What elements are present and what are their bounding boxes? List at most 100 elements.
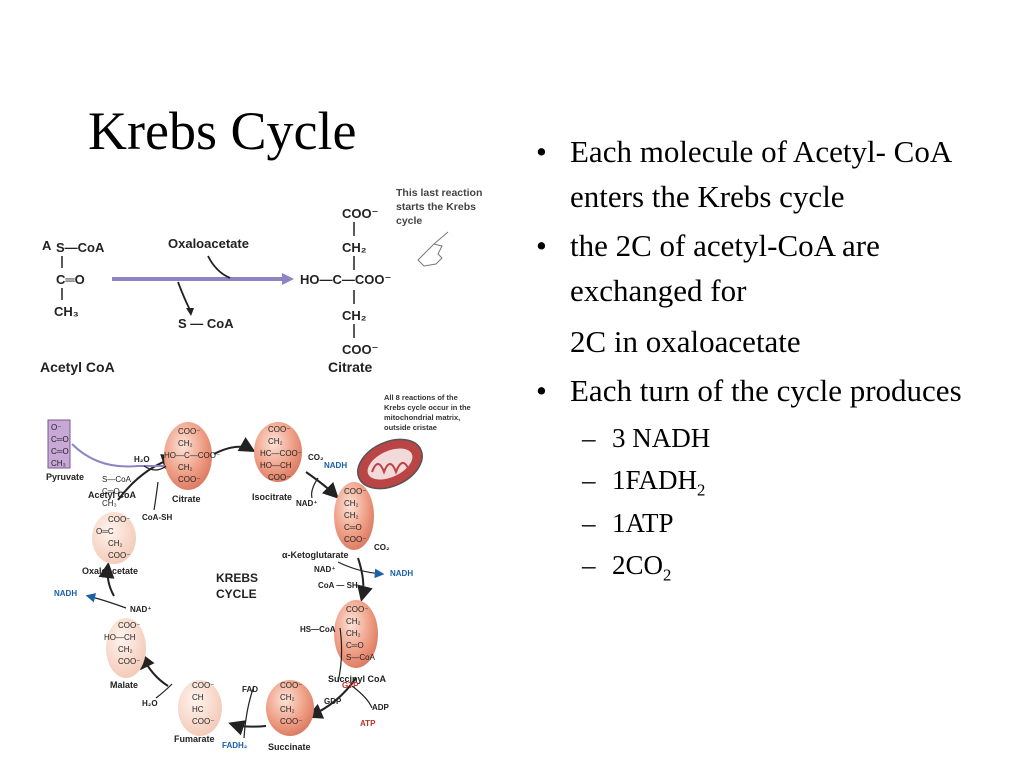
bullet-continuation: 2C in oxaloacetate (530, 320, 1000, 365)
nadh-label: NADH (390, 569, 413, 578)
krebs-center-label-1: KREBS (216, 571, 258, 585)
malate-label: Malate (110, 680, 138, 690)
sub-bullet-text: 1FADH (612, 465, 698, 496)
svg-text:S—CoA: S—CoA (346, 653, 376, 662)
pyruvate-link (71, 443, 168, 468)
oxaloacetate-label: Oxaloacetate (168, 236, 249, 251)
svg-text:COO⁻: COO⁻ (118, 657, 140, 666)
gtp-label: GTP (342, 681, 359, 690)
s-coa-label: S — CoA (178, 316, 234, 331)
isocitrate-label: Isocitrate (252, 492, 292, 502)
pointing-hand-icon (417, 231, 449, 267)
citrate-formation-figure: A S—CoA C═O CH₃ Acetyl CoA Oxaloacetate … (38, 182, 510, 382)
svg-text:CH₂: CH₂ (346, 617, 361, 626)
sub-bullet-item: – 2CO2 (530, 545, 1000, 587)
svg-text:C═O: C═O (344, 523, 362, 532)
acetyl-co: C═O (56, 272, 85, 287)
bullet-text: Each molecule of Acetyl- CoA enters the … (570, 134, 951, 214)
arrow-head-icon (186, 308, 194, 316)
sub-bullet-text: 3 NADH (612, 422, 711, 453)
svg-text:CH₂: CH₂ (178, 439, 193, 448)
note-line-2: starts the Krebs (396, 201, 476, 213)
krebs-center-label-2: CYCLE (216, 587, 257, 601)
svg-text:COO⁻: COO⁻ (108, 551, 130, 560)
bullet-list: • Each molecule of Acetyl- CoA enters th… (530, 130, 1000, 588)
pyruvate-box (47, 419, 71, 469)
svg-text:COO⁻: COO⁻ (178, 427, 200, 436)
bullet-dot-icon: • (536, 134, 547, 169)
nadh-label: NADH (54, 589, 77, 598)
svg-text:HO—CH: HO—CH (260, 461, 292, 470)
svg-text:O⁻: O⁻ (51, 423, 61, 432)
svg-text:COO⁻: COO⁻ (280, 681, 302, 690)
acetyl-coa-label: Acetyl CoA (88, 490, 137, 500)
svg-text:CH₂: CH₂ (178, 463, 193, 472)
isocitrate-molecule (254, 422, 302, 482)
malate-molecule (106, 618, 146, 678)
mitochondrion-icon (357, 438, 423, 490)
svg-text:CH₂: CH₂ (344, 511, 359, 520)
bullet-text: the 2C of acetyl-CoA are exchanged for (570, 227, 880, 308)
svg-text:COO⁻: COO⁻ (268, 473, 290, 482)
svg-text:COO⁻: COO⁻ (118, 621, 140, 630)
citrate-formation-diagram: A S—CoA C═O CH₃ Acetyl CoA Oxaloacetate … (40, 187, 482, 375)
svg-text:S—CoA: S—CoA (102, 475, 132, 484)
cycle-note-line-3: mitochondrial matrix, (384, 413, 460, 422)
svg-text:COO⁻: COO⁻ (192, 681, 214, 690)
succinate-label: Succinate (268, 742, 311, 752)
citrate-molecule (164, 422, 212, 490)
svg-text:COO⁻: COO⁻ (280, 717, 302, 726)
citrate-ch2-a: CH₂ (342, 240, 367, 255)
dash-icon: – (582, 507, 596, 538)
nad-label: NAD⁺ (314, 565, 336, 574)
ketoglutarate-label: α-Ketoglutarate (282, 550, 349, 560)
citrate-label: Citrate (172, 494, 201, 504)
svg-text:COO⁻: COO⁻ (268, 425, 290, 434)
succinyl-coa-label: Succinyl CoA (328, 674, 387, 684)
h2o-label: H₂O (134, 455, 150, 464)
svg-text:CH₂: CH₂ (280, 705, 295, 714)
subscript: 2 (697, 480, 706, 500)
coa-sh-label: CoA — SH (318, 581, 358, 590)
co2-label: CO₂ (308, 453, 324, 462)
adp-label: ADP (372, 703, 390, 712)
acetyl-coa-label: Acetyl CoA (40, 359, 115, 375)
bullet-item: • the 2C of acetyl-CoA are exchanged for (530, 224, 1000, 314)
oxaloacetate-curve-arrow (207, 255, 231, 279)
svg-text:CH: CH (192, 693, 204, 702)
bullet-dot-icon: • (536, 227, 547, 263)
svg-text:HO—CH: HO—CH (104, 633, 136, 642)
svg-text:HC—COO⁻: HC—COO⁻ (260, 449, 302, 458)
note-line-1: This last reaction (396, 187, 482, 199)
note-line-3: cycle (396, 215, 422, 227)
svg-text:COO⁻: COO⁻ (178, 475, 200, 484)
svg-text:COO⁻: COO⁻ (108, 515, 130, 524)
cycle-note-line-2: Krebs cycle occur in the (384, 403, 471, 412)
atp-label: ATP (360, 719, 376, 728)
sub-bullet-item: – 1ATP (530, 503, 1000, 545)
svg-text:C═O: C═O (346, 641, 364, 650)
svg-text:CH₃: CH₃ (51, 459, 66, 468)
bullet-dot-icon: • (536, 372, 547, 408)
svg-text:CH₂: CH₂ (268, 437, 283, 446)
citrate-coo-bottom: COO⁻ (342, 342, 378, 357)
sub-bullet-text: 2CO (612, 550, 664, 581)
svg-text:CH₂: CH₂ (346, 629, 361, 638)
bullet-text: 2C in oxaloacetate (570, 323, 801, 359)
svg-text:O═C: O═C (96, 527, 114, 536)
fadh2-label: FADH₂ (222, 741, 248, 750)
svg-text:CH₃: CH₃ (102, 499, 117, 508)
citrate-coo-top: COO⁻ (342, 206, 378, 221)
hs-coa-label: HS—CoA (300, 625, 336, 634)
citrate-ch2-b: CH₂ (342, 308, 367, 323)
bullet-item: • Each turn of the cycle produces (530, 369, 1000, 414)
subscript: 2 (663, 565, 672, 585)
dash-icon: – (582, 465, 596, 496)
acetyl-ch3: CH₃ (54, 304, 79, 319)
bullet-item: • Each molecule of Acetyl- CoA enters th… (530, 130, 1000, 220)
acetyl-s-coa: S—CoA (56, 240, 105, 255)
dash-icon: – (582, 422, 596, 453)
oxaloacetate-molecule (92, 512, 136, 564)
